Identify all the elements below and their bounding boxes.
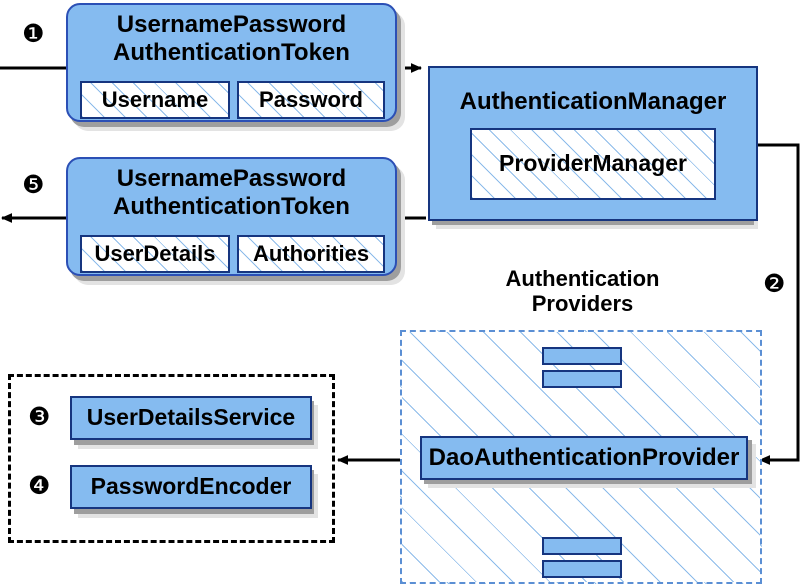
result-token-title: UsernamePassword AuthenticationToken: [68, 165, 395, 220]
authentication-manager-box[interactable]: AuthenticationManager ProviderManager: [428, 66, 758, 221]
step-badge-1: ❶: [22, 19, 45, 48]
userdetailsservice-box[interactable]: UserDetailsService: [70, 396, 312, 440]
authentication-providers-label-line1: Authentication: [505, 266, 660, 291]
arrow-manager-to-provider: [758, 143, 800, 465]
authentication-providers-label: Authentication Providers: [460, 266, 705, 316]
authentication-manager-title: AuthenticationManager: [459, 88, 727, 115]
step-badge-4: ❹: [28, 471, 51, 500]
provider-bar-bottom-2: [542, 560, 622, 578]
request-token-title: UsernamePassword AuthenticationToken: [68, 11, 395, 66]
step-badge-3: ❸: [28, 402, 51, 431]
step-badge-2: ❷: [763, 269, 786, 298]
request-token-field-password[interactable]: Password: [237, 81, 385, 119]
result-token-title-line1: UsernamePassword: [116, 165, 347, 192]
request-token-title-line2: AuthenticationToken: [113, 38, 350, 66]
request-token-field-username[interactable]: Username: [80, 81, 230, 119]
result-token-title-line2: AuthenticationToken: [113, 192, 350, 220]
step-badge-5: ❺: [22, 170, 45, 199]
result-token-field-userdetails[interactable]: UserDetails: [80, 235, 230, 273]
provider-bar-top-2: [542, 370, 622, 388]
authentication-providers-label-line2: Providers: [531, 291, 634, 317]
request-token-title-line1: UsernamePassword: [116, 11, 347, 38]
provider-manager-box[interactable]: ProviderManager: [470, 128, 716, 200]
request-token-box[interactable]: UsernamePassword AuthenticationToken Use…: [66, 3, 397, 122]
provider-bar-bottom-1: [542, 537, 622, 555]
collaborators-group: [8, 374, 335, 543]
dao-authentication-provider-box[interactable]: DaoAuthenticationProvider: [420, 436, 748, 480]
result-token-field-authorities[interactable]: Authorities: [237, 235, 385, 273]
provider-bar-top-1: [542, 347, 622, 365]
result-token-box[interactable]: UsernamePassword AuthenticationToken Use…: [66, 157, 397, 276]
passwordencoder-box[interactable]: PasswordEncoder: [70, 465, 312, 509]
